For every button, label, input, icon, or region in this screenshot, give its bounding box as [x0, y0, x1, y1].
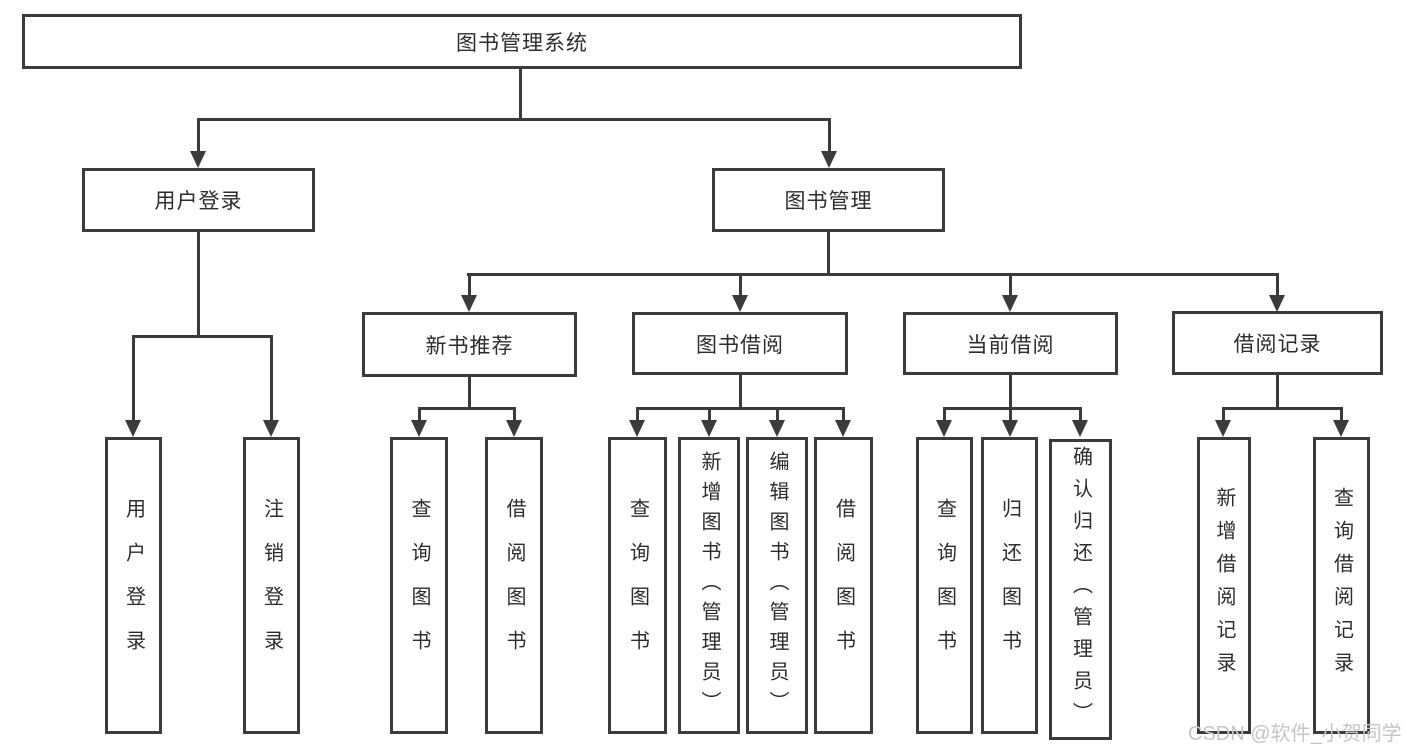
- connector-book-borrow-stub: [739, 375, 742, 407]
- leaf-edit-books-admin: 编辑图书（管理员）: [746, 437, 808, 734]
- connector-new-book-stub: [468, 376, 471, 407]
- leaf-query-books-1-label: 查询图书: [408, 497, 430, 674]
- arrow-to-borrow-books-1: [506, 407, 522, 437]
- leaf-add-borrow-record-label: 新增借阅记录: [1213, 486, 1235, 685]
- leaf-add-books-admin-label: 新增图书（管理员）: [698, 450, 720, 721]
- connector-level3-rail: [467, 273, 1279, 276]
- arrow-to-query-books-1: [411, 407, 427, 437]
- arrow-to-query-books-2: [629, 407, 645, 437]
- arrow-to-confirm-return: [1072, 407, 1088, 437]
- arrow-to-edit-books: [769, 407, 785, 437]
- connector-borrow-records-rail: [1222, 407, 1342, 410]
- leaf-borrow-books-1: 借阅图书: [485, 437, 543, 734]
- leaf-borrow-books-2-label: 借阅图书: [832, 497, 855, 674]
- leaf-query-books-2: 查询图书: [608, 437, 667, 734]
- arrow-to-borrow-records: [1269, 273, 1285, 312]
- arrow-to-leaf-logout: [263, 335, 279, 437]
- leaf-logout-label: 注销登录: [260, 497, 283, 674]
- leaf-borrow-books-2: 借阅图书: [814, 437, 873, 734]
- node-book-borrow: 图书借阅: [632, 312, 848, 375]
- leaf-logout: 注销登录: [243, 437, 300, 734]
- leaf-user-login: 用户登录: [105, 437, 162, 734]
- arrow-to-add-books: [701, 407, 717, 437]
- arrow-to-book-management: [821, 118, 837, 168]
- leaf-user-login-label: 用户登录: [122, 497, 145, 674]
- arrow-to-current-borrow: [1002, 273, 1018, 312]
- node-book-borrow-label: 图书借阅: [696, 333, 784, 357]
- arrow-to-leaf-user-login: [125, 335, 141, 437]
- node-user-login-label: 用户登录: [154, 190, 243, 213]
- node-book-management: 图书管理: [712, 168, 945, 232]
- arrow-to-user-login: [190, 118, 206, 168]
- connector-level2-rail: [198, 118, 831, 121]
- arrow-to-new-book-recommend: [461, 273, 477, 312]
- connector-borrow-records-stub: [1276, 375, 1279, 407]
- leaf-edit-books-admin-label: 编辑图书（管理员）: [766, 450, 788, 721]
- node-borrow-records: 借阅记录: [1172, 311, 1383, 375]
- node-book-management-label: 图书管理: [784, 190, 873, 213]
- csdn-watermark: CSDN @软件_小贺同学: [1188, 723, 1402, 745]
- node-current-borrow-label: 当前借阅: [966, 333, 1055, 357]
- leaf-return-books: 归还图书: [981, 437, 1038, 734]
- connector-current-borrow-rail: [943, 407, 1082, 410]
- leaf-add-books-admin: 新增图书（管理员）: [678, 437, 740, 734]
- connector-root-stub: [519, 69, 522, 118]
- connector-new-book-rail: [418, 407, 516, 410]
- arrow-to-borrow-books-2: [835, 407, 851, 437]
- arrow-to-book-borrow: [732, 273, 748, 312]
- connector-current-borrow-stub: [1009, 375, 1012, 407]
- leaf-borrow-books-1-label: 借阅图书: [503, 497, 525, 674]
- leaf-query-books-3: 查询图书: [916, 437, 973, 734]
- node-root-label: 图书管理系统: [456, 31, 588, 55]
- connector-book-management-stub: [827, 232, 830, 273]
- leaf-query-books-2-label: 查询图书: [626, 497, 649, 674]
- arrow-to-return-books: [1002, 407, 1018, 437]
- arrow-to-query-record: [1333, 407, 1349, 437]
- leaf-return-books-label: 归还图书: [998, 497, 1021, 674]
- leaf-query-borrow-record-label: 查询借阅记录: [1330, 486, 1353, 685]
- leaf-query-books-3-label: 查询图书: [933, 497, 956, 674]
- leaf-query-borrow-record: 查询借阅记录: [1313, 437, 1370, 734]
- connector-book-borrow-rail: [636, 407, 844, 410]
- node-new-book-recommend: 新书推荐: [362, 312, 577, 377]
- leaf-confirm-return-admin-label: 确认归还（管理员）: [1069, 445, 1092, 734]
- leaf-confirm-return-admin: 确认归还（管理员）: [1049, 439, 1112, 740]
- connector-user-login-rail: [132, 335, 273, 338]
- node-user-login: 用户登录: [82, 168, 315, 232]
- leaf-query-books-1: 查询图书: [390, 437, 448, 734]
- leaf-add-borrow-record: 新增借阅记录: [1197, 437, 1251, 734]
- arrow-to-add-record: [1215, 407, 1231, 437]
- node-new-book-recommend-label: 新书推荐: [425, 334, 514, 358]
- node-current-borrow: 当前借阅: [903, 312, 1118, 375]
- connector-user-login-stub: [197, 232, 200, 335]
- arrow-to-query-books-3: [936, 407, 952, 437]
- node-borrow-records-label: 借阅记录: [1233, 333, 1322, 356]
- node-root: 图书管理系统: [22, 14, 1022, 69]
